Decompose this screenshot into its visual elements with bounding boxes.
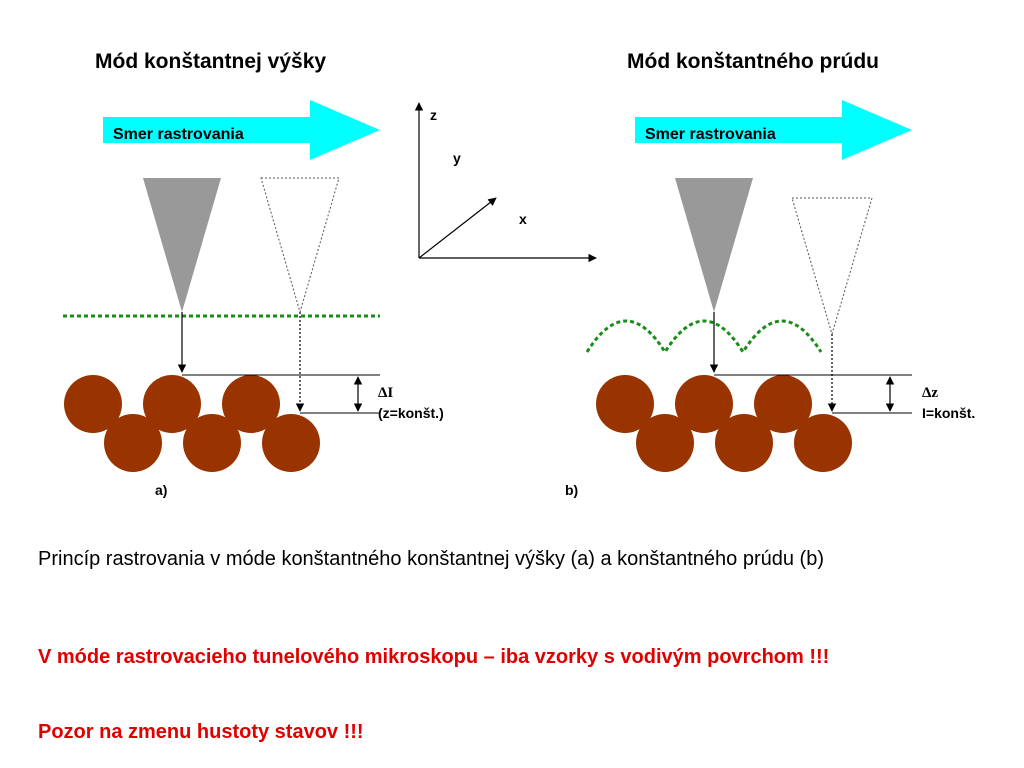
atom (143, 375, 201, 433)
scan-direction-arrow (635, 100, 912, 160)
scan-direction-arrow (103, 100, 380, 160)
condition-label: I=konšt. (922, 405, 975, 421)
sample-atoms (64, 375, 320, 472)
delta-label: Δz (922, 385, 938, 401)
stm-tip-outline (791, 197, 873, 336)
warning-density-of-states: Pozor na zmenu hustoty stavov !!! (38, 721, 364, 743)
sample-atoms (596, 375, 852, 472)
panel-a: Smer rastrovania ΔI (z=konšt.) a) (63, 100, 444, 498)
atom (104, 414, 162, 472)
panel-label: b) (565, 482, 578, 498)
y-axis-label: y (453, 150, 461, 166)
condition-label: (z=konšt.) (378, 405, 444, 421)
atom (183, 414, 241, 472)
left-title: Mód konštantnej výšky (95, 50, 327, 73)
y-axis (418, 197, 497, 259)
atom (675, 375, 733, 433)
atom (222, 375, 280, 433)
warning-conductive-samples: V móde rastrovacieho tunelového mikrosko… (38, 646, 830, 668)
right-title: Mód konštantného prúdu (627, 50, 879, 73)
stm-diagram: Smer rastrovania ΔI (z=konšt.) a) z y x (63, 100, 975, 498)
stm-tip-solid (143, 178, 221, 312)
atom (794, 414, 852, 472)
atom (715, 414, 773, 472)
figure-caption: Princíp rastrovania v móde konštantného … (38, 548, 824, 570)
atom (64, 375, 122, 433)
panel-label: a) (155, 482, 167, 498)
stm-tip-outline (260, 177, 340, 314)
atom (636, 414, 694, 472)
delta-label: ΔI (378, 385, 393, 401)
scan-direction-label: Smer rastrovania (645, 126, 776, 143)
panel-b: Smer rastrovania Δz I=konšt. b) (565, 100, 975, 498)
x-axis-label: x (519, 211, 527, 227)
coordinate-axes: z y x (414, 102, 597, 263)
constant-current-path (585, 319, 823, 355)
atom (754, 375, 812, 433)
atom (262, 414, 320, 472)
z-axis-label: z (430, 107, 437, 123)
scan-direction-label: Smer rastrovania (113, 126, 244, 143)
atom (596, 375, 654, 433)
stm-tip-solid (675, 178, 753, 312)
